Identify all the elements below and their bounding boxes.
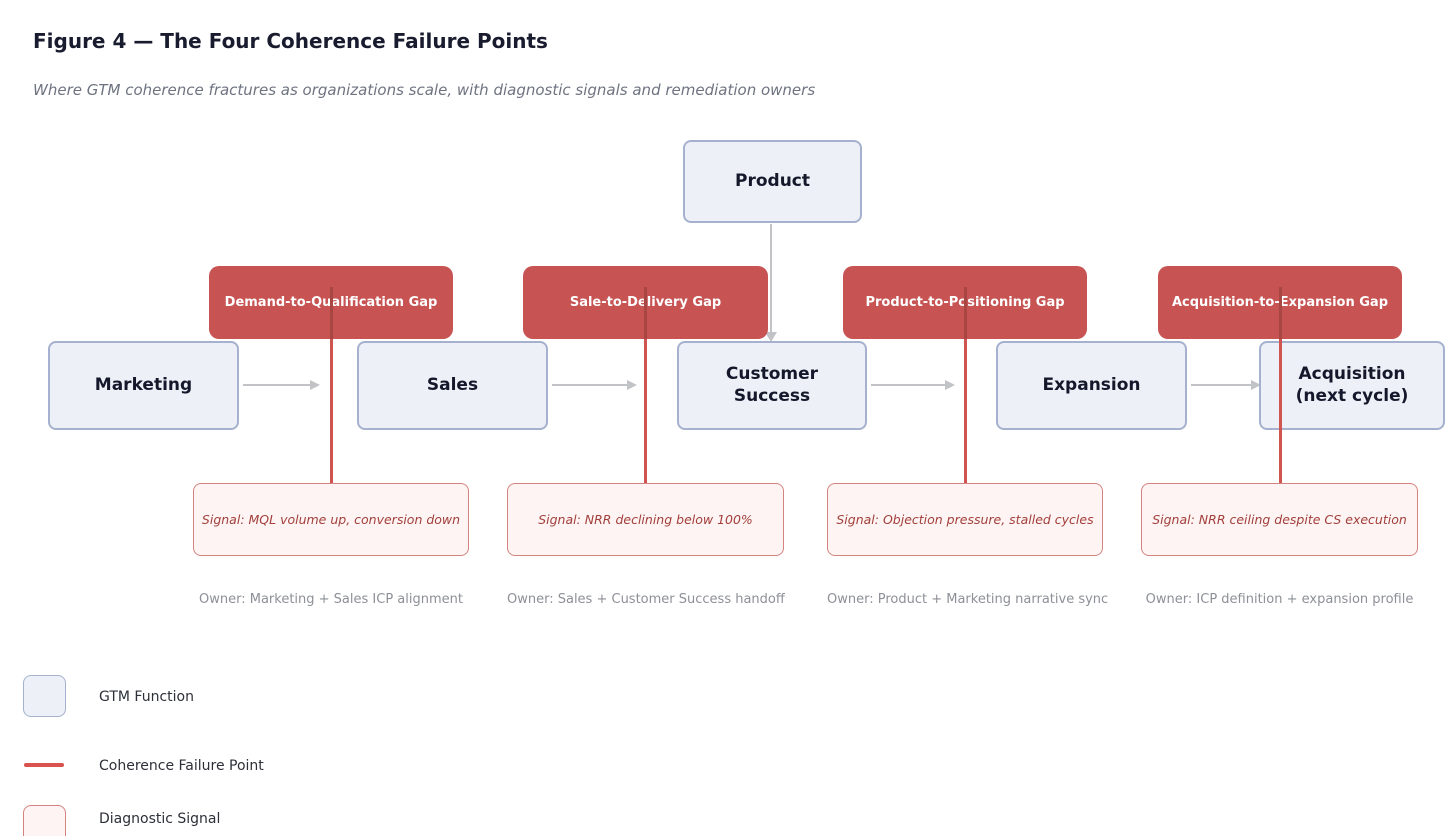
owner-label-2: Owner: Sales + Customer Success handoff xyxy=(507,592,785,607)
node-customer-success: Customer Success xyxy=(677,341,867,430)
signal-box-2: Signal: NRR declining below 100% xyxy=(507,483,784,556)
arrow-right-head-icon xyxy=(310,380,320,390)
failure-line-1 xyxy=(330,287,333,483)
arrow-right-icon xyxy=(1191,384,1251,386)
failure-line-3 xyxy=(964,287,967,483)
gtm-function-swatch xyxy=(23,675,66,717)
signal-label: Signal: MQL volume up, conversion down xyxy=(201,512,461,527)
arrow-down-icon xyxy=(770,224,772,332)
owner-label-1: Owner: Marketing + Sales ICP alignment xyxy=(199,592,463,607)
legend-label-gtm-function: GTM Function xyxy=(99,689,194,705)
coherence-failure-point-swatch xyxy=(24,763,64,767)
failure-line-4 xyxy=(1279,287,1282,483)
node-label: Marketing xyxy=(94,374,193,395)
node-label: Sales xyxy=(426,374,479,395)
legend-label-coherence-failure-point: Coherence Failure Point xyxy=(99,758,264,774)
signal-box-1: Signal: MQL volume up, conversion down xyxy=(193,483,469,556)
signal-box-3: Signal: Objection pressure, stalled cycl… xyxy=(827,483,1103,556)
node-sales: Sales xyxy=(357,341,548,430)
signal-label: Signal: NRR declining below 100% xyxy=(538,512,753,527)
diagnostic-signal-swatch xyxy=(23,805,66,836)
arrow-right-head-icon xyxy=(627,380,637,390)
signal-label: Signal: NRR ceiling despite CS execution xyxy=(1152,512,1407,527)
owner-label-4: Owner: ICP definition + expansion profil… xyxy=(1145,592,1414,607)
legend-label-diagnostic-signal: Diagnostic Signal xyxy=(99,811,221,827)
node-product: Product xyxy=(683,140,862,223)
figure-subtitle: Where GTM coherence fractures as organiz… xyxy=(33,81,816,99)
arrow-right-icon xyxy=(871,384,945,386)
node-marketing: Marketing xyxy=(48,341,239,430)
node-acquisition-next-cycle: Acquisition (next cycle) xyxy=(1259,341,1445,430)
node-label: Acquisition (next cycle) xyxy=(1295,364,1409,406)
node-label: Customer Success xyxy=(725,364,819,406)
arrow-right-icon xyxy=(552,384,627,386)
node-product-label: Product xyxy=(735,170,810,191)
arrow-right-head-icon xyxy=(1251,380,1261,390)
node-label: Expansion xyxy=(1042,374,1141,395)
arrow-down-head-icon xyxy=(765,332,777,342)
arrow-right-icon xyxy=(243,384,310,386)
signal-box-4: Signal: NRR ceiling despite CS execution xyxy=(1141,483,1418,556)
figure-title: Figure 4 — The Four Coherence Failure Po… xyxy=(33,29,548,53)
node-expansion: Expansion xyxy=(996,341,1187,430)
failure-line-2 xyxy=(644,287,647,483)
owner-label-3: Owner: Product + Marketing narrative syn… xyxy=(827,592,1109,607)
signal-label: Signal: Objection pressure, stalled cycl… xyxy=(836,512,1094,527)
arrow-right-head-icon xyxy=(945,380,955,390)
